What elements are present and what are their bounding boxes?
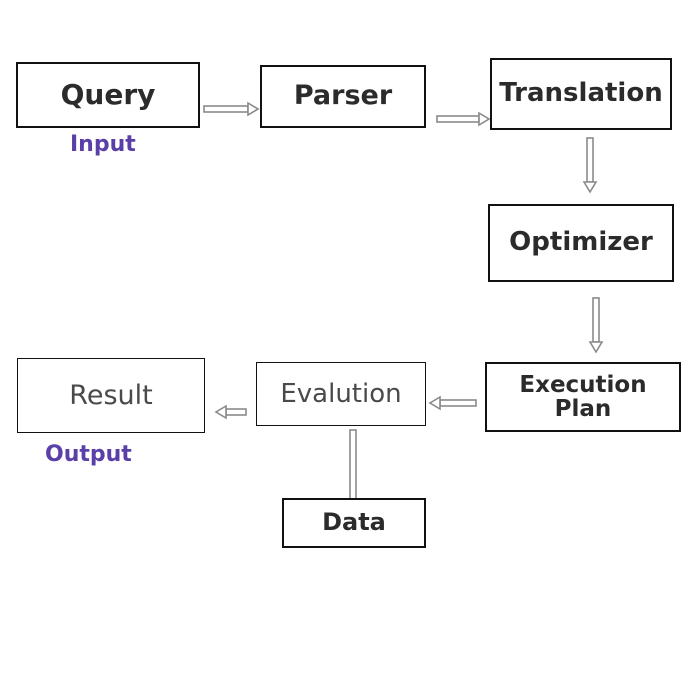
arrow-query-to-parser — [203, 101, 260, 117]
translation-node: Translation — [490, 58, 672, 130]
parser-node: Parser — [260, 65, 426, 128]
execution-plan-label-line2: Plan — [554, 396, 612, 422]
output-label: Output — [45, 442, 132, 467]
data-node: Data — [282, 498, 426, 548]
arrow-parser-to-translation — [436, 111, 491, 127]
query-node: Query — [16, 62, 200, 128]
parser-node-label: Parser — [293, 80, 393, 112]
arrow-evaluation-to-result — [214, 404, 247, 420]
evaluation-node-label: Evalution — [280, 379, 402, 409]
arrow-optimizer-to-execution — [588, 297, 604, 354]
evaluation-node: Evalution — [256, 362, 426, 426]
connector-evaluation-data — [349, 429, 357, 501]
optimizer-node-label: Optimizer — [509, 227, 653, 258]
arrow-execution-to-evaluation — [428, 395, 477, 411]
execution-plan-label-line1: Execution — [519, 371, 647, 398]
result-node: Result — [17, 358, 205, 433]
result-node-label: Result — [69, 380, 153, 411]
data-node-label: Data — [322, 508, 386, 537]
execution-plan-node: Execution Plan — [485, 362, 681, 432]
input-label: Input — [70, 132, 136, 157]
translation-node-label: Translation — [499, 78, 663, 109]
arrow-translation-to-optimizer — [582, 137, 598, 194]
query-node-label: Query — [60, 78, 156, 112]
optimizer-node: Optimizer — [488, 204, 674, 282]
